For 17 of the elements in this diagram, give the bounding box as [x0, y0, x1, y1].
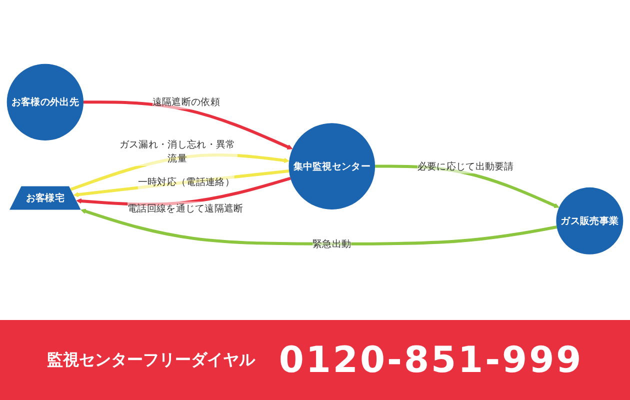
edge-label: 電話回線を通じて遠隔遮断 [127, 202, 244, 214]
edge-label: 必要に応じて出動要請 [417, 160, 514, 172]
node-circle: お客様の外出先 [6, 64, 84, 140]
arrow [84, 100, 293, 150]
arrow [73, 169, 290, 198]
node-circle: 集中監視センター [288, 123, 376, 210]
arrow [80, 208, 557, 246]
edge-label: ガス漏れ・消し忘れ・異常流量 [119, 138, 236, 164]
edge-label: 遠隔遮断の依頼 [152, 96, 220, 108]
arrow [375, 164, 560, 208]
banner-heading: 監視センターフリーダイヤル [46, 350, 255, 370]
phone-number: 0120-851-999 [278, 340, 584, 380]
edge-label: 緊急出動 [312, 238, 352, 250]
node-circle: ガス販売事業 [556, 187, 624, 254]
arrow [70, 153, 290, 191]
arrow [76, 176, 291, 206]
edge-label: 一時対応（電話連絡） [138, 176, 234, 188]
